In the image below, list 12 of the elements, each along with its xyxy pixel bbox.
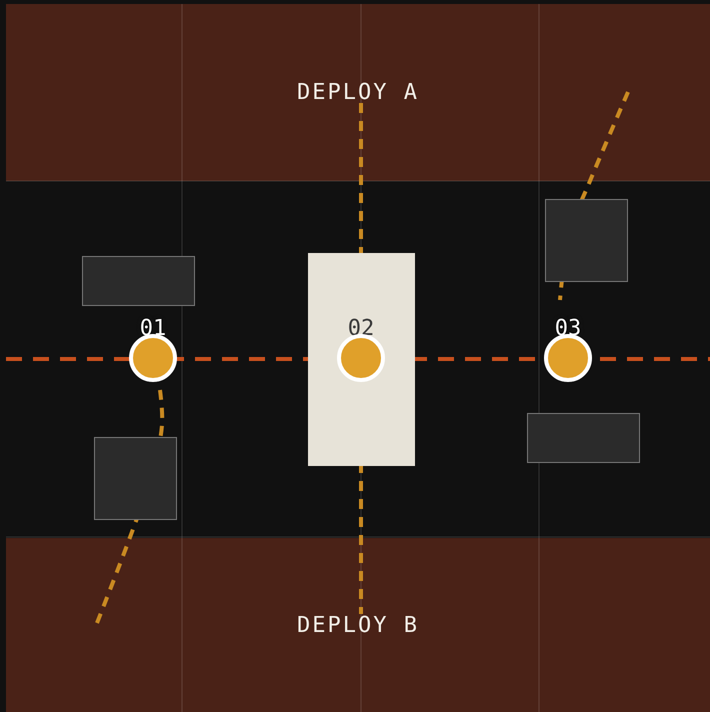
objective-number: 03 <box>554 318 582 338</box>
central-structure <box>308 253 415 466</box>
terrain-block <box>82 256 195 306</box>
deployment-zone <box>6 4 710 181</box>
terrain-block <box>545 199 628 282</box>
objective-number: 02 <box>348 318 374 338</box>
objective-number: 01 <box>140 318 166 338</box>
zone-label: DEPLOY A <box>297 80 419 105</box>
terrain-block <box>527 413 640 463</box>
terrain-block <box>94 437 177 520</box>
zone-label: DEPLOY B <box>297 612 419 638</box>
deployment-zone <box>6 538 710 712</box>
